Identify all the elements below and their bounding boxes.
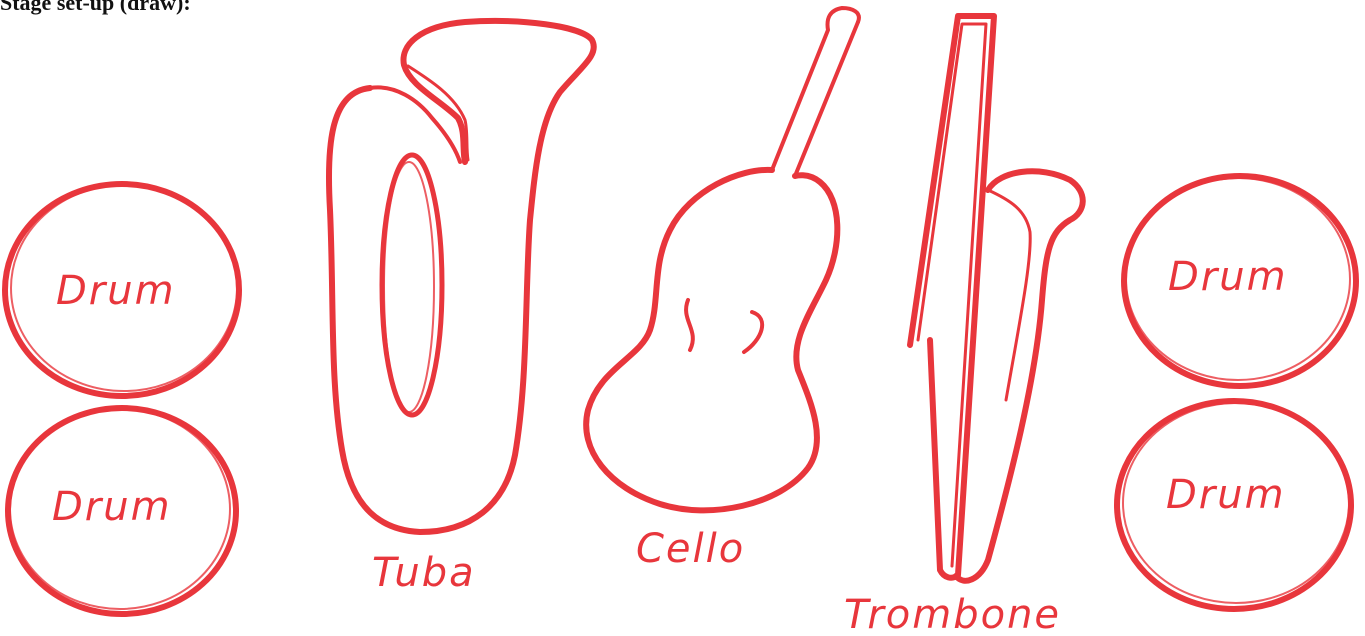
- trombone-label: Trombone: [844, 592, 1061, 636]
- tuba-sketch: Tuba: [329, 21, 594, 596]
- drum-bottom-right: Drum: [1117, 401, 1351, 609]
- tuba-inner-loop-sketch: [384, 162, 434, 412]
- tuba-label: Tuba: [372, 550, 476, 596]
- drum-bottom-left: Drum: [8, 408, 236, 614]
- trombone-bell-inner: [988, 190, 1030, 400]
- drum-top-right-label: Drum: [1168, 254, 1288, 300]
- drum-top-right: Drum: [1124, 176, 1356, 386]
- cello-neck-right: [795, 22, 858, 176]
- cello-f-hole-left: [686, 300, 693, 350]
- drum-bottom-right-label: Drum: [1166, 472, 1286, 518]
- tuba-bell-sketch: [408, 66, 468, 160]
- cello-f-hole-right: [744, 312, 762, 352]
- trombone-bell-outline: [956, 171, 1083, 580]
- tuba-body-outline: [329, 21, 594, 532]
- tuba-body-inner-edge: [370, 87, 460, 162]
- drum-bottom-left-label: Drum: [52, 484, 172, 530]
- trombone-sketch: Trombone: [844, 16, 1083, 636]
- drum-top-left-label: Drum: [56, 268, 176, 314]
- cello-body-outline: [586, 170, 837, 510]
- drum-top-left: Drum: [5, 184, 239, 396]
- cello-label: Cello: [636, 526, 745, 572]
- cello-neck-left: [772, 8, 859, 170]
- cello-sketch: Cello: [586, 8, 859, 572]
